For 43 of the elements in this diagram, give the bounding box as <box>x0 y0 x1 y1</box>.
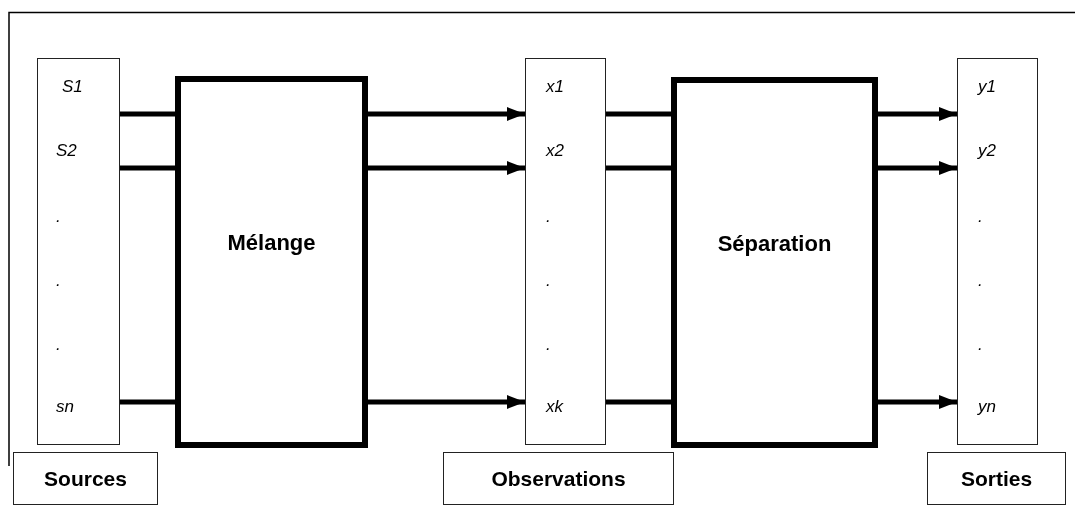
signal-label: . <box>56 271 61 291</box>
signal-column <box>525 58 606 445</box>
block-label: Séparation <box>717 230 832 257</box>
arrow <box>878 395 957 409</box>
caption-label: Observations <box>491 466 626 491</box>
arrow <box>368 161 525 175</box>
caption-label: Sources <box>44 466 127 491</box>
caption-box <box>927 452 1066 505</box>
signal-label: . <box>56 335 61 355</box>
signal-label: xk <box>546 397 563 417</box>
caption-label: Sorties <box>960 466 1033 491</box>
arrow <box>878 107 957 121</box>
connector-line <box>606 399 671 405</box>
signal-label: y1 <box>978 77 996 97</box>
signal-label: . <box>978 271 983 291</box>
signal-label: S1 <box>62 77 83 97</box>
arrow <box>878 161 957 175</box>
signal-label: . <box>546 207 551 227</box>
signal-label: sn <box>56 397 74 417</box>
connector-line <box>120 399 175 405</box>
caption-box <box>13 452 158 505</box>
signal-label: yn <box>978 397 996 417</box>
process-box <box>671 77 878 448</box>
signal-label: . <box>978 207 983 227</box>
connector-line <box>606 111 671 117</box>
block-label: Mélange <box>227 230 316 256</box>
connector-line <box>606 165 671 171</box>
signal-label: . <box>546 335 551 355</box>
signal-label: x2 <box>546 141 564 161</box>
connector-line <box>120 165 175 171</box>
connector-line <box>120 111 175 117</box>
process-box <box>175 76 368 448</box>
arrow <box>368 395 525 409</box>
signal-label: . <box>978 335 983 355</box>
signal-label: . <box>56 207 61 227</box>
signal-column <box>957 58 1038 445</box>
caption-box <box>443 452 674 505</box>
signal-label: S2 <box>56 141 77 161</box>
signal-label: . <box>546 271 551 291</box>
signal-label: y2 <box>978 141 996 161</box>
signal-column <box>37 58 120 445</box>
arrow <box>368 107 525 121</box>
signal-label: x1 <box>546 77 564 97</box>
